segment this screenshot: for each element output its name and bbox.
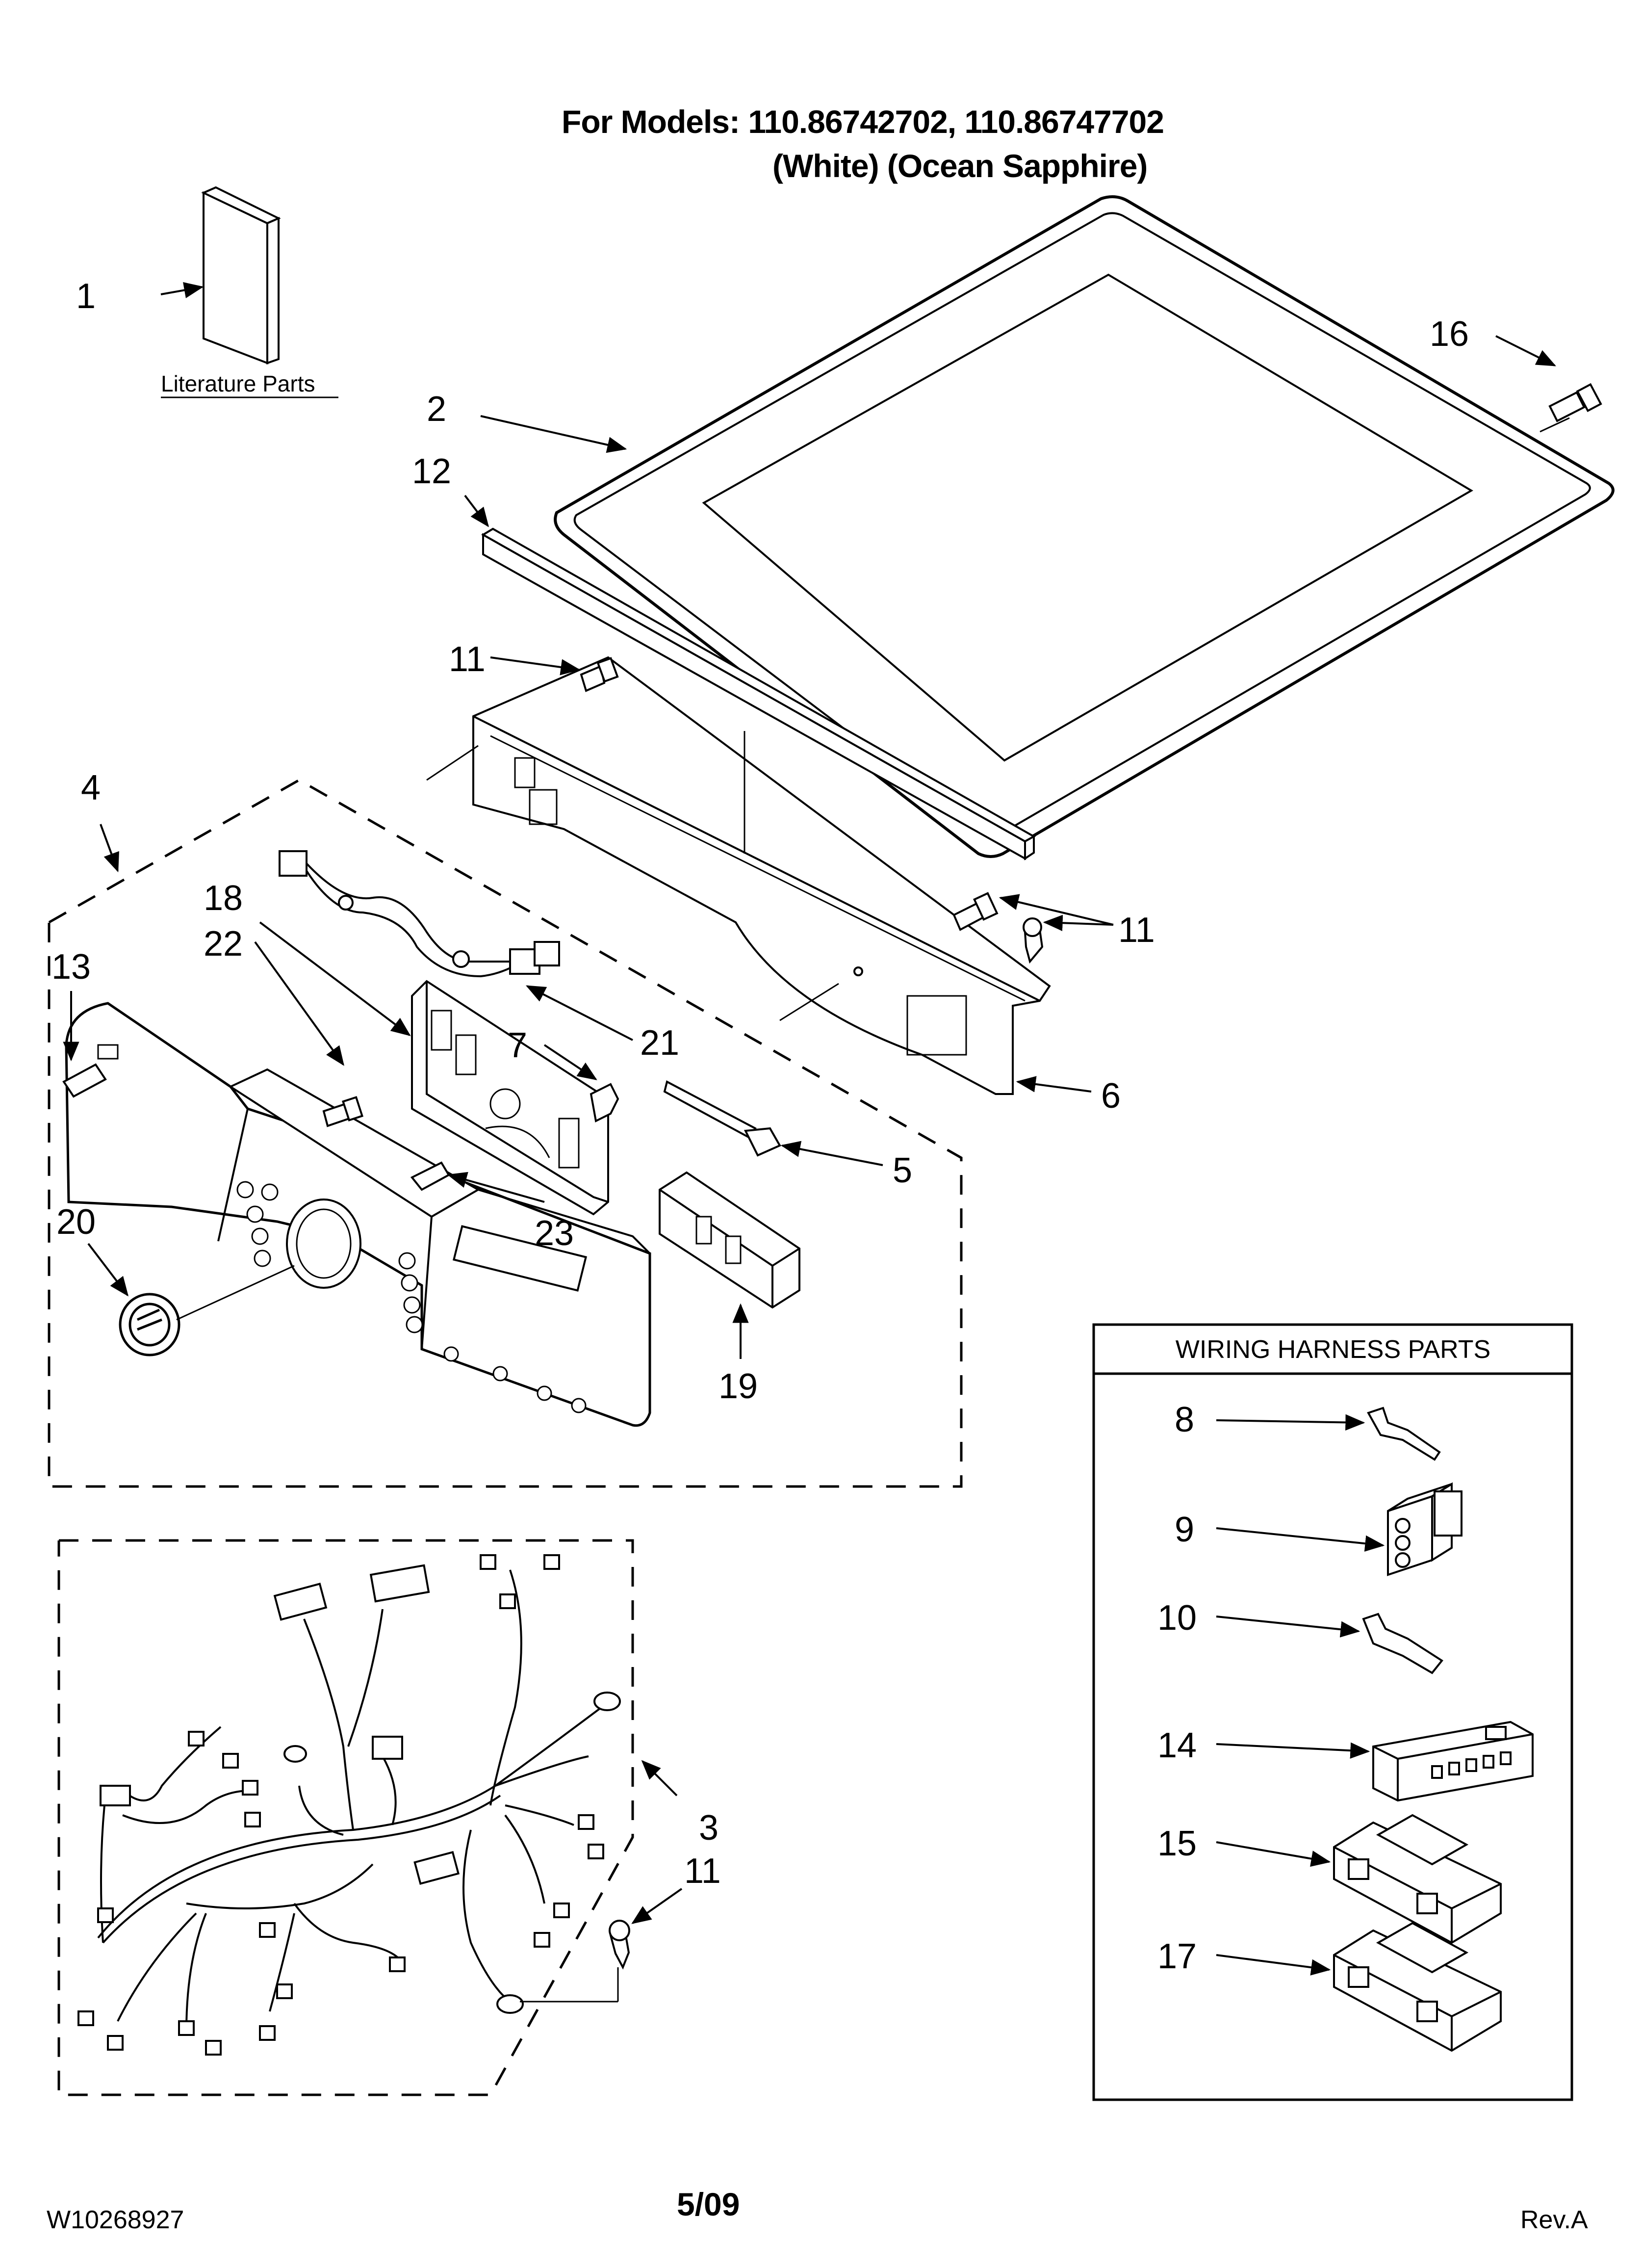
revision-date: 5/09 <box>677 2186 740 2222</box>
leader-4 <box>100 824 119 873</box>
connector-15 <box>1333 1814 1502 1944</box>
leader-1 <box>160 282 204 298</box>
callout-3: 3 <box>699 1808 718 1848</box>
leader-3 <box>641 1760 678 1797</box>
leader-5 <box>780 1141 883 1166</box>
knob-20 <box>119 1293 180 1356</box>
callout-6: 6 <box>1101 1076 1121 1116</box>
leader-18 <box>259 921 411 1037</box>
leader-11b-1 <box>999 894 1114 926</box>
models-heading: For Models: 110.86742702, 110.86747702 <box>562 104 1164 140</box>
control-board-18 <box>411 980 609 1216</box>
document-number: W10268927 <box>47 2206 184 2234</box>
callout-2: 2 <box>427 390 446 429</box>
screw-11-right <box>952 892 1044 964</box>
leader-6 <box>1016 1076 1092 1093</box>
leader-11c <box>631 1888 683 1924</box>
leader-11a <box>490 656 581 676</box>
leader-23 <box>447 1172 545 1203</box>
callout-20: 20 <box>56 1202 96 1242</box>
callout-4: 4 <box>81 768 101 808</box>
leader-10 <box>1216 1616 1360 1638</box>
callout-11-right: 11 <box>1118 911 1155 950</box>
harness-connectors <box>77 1554 621 2056</box>
callout-19: 19 <box>718 1367 758 1406</box>
leader-14 <box>1216 1742 1370 1759</box>
callout-18: 18 <box>204 879 243 918</box>
leader-2 <box>480 415 627 453</box>
screw-11-top <box>580 657 619 692</box>
leader-8 <box>1216 1414 1365 1431</box>
callout-23: 23 <box>535 1214 574 1253</box>
callout-10: 10 <box>1157 1598 1197 1638</box>
callout-21: 21 <box>640 1023 679 1063</box>
callout-9: 9 <box>1175 1510 1194 1549</box>
connector-9 <box>1387 1482 1462 1576</box>
callout-15: 15 <box>1157 1824 1197 1863</box>
leader-22 <box>254 941 344 1066</box>
badge-13 <box>62 1063 107 1098</box>
assembly-3-boundary <box>57 1539 634 2096</box>
assembly-4-boundary <box>48 779 963 1488</box>
clip-7 <box>590 1083 619 1122</box>
literature-booklet <box>201 186 281 365</box>
callout-11-top: 11 <box>449 640 486 679</box>
terminal-10 <box>1362 1613 1443 1674</box>
callout-16: 16 <box>1430 314 1469 354</box>
callout-22: 22 <box>204 924 243 964</box>
console-bracket-6 <box>472 656 1051 1095</box>
models-colors: (White) (Ocean Sapphire) <box>772 148 1148 184</box>
callout-1: 1 <box>76 277 96 316</box>
callout-13: 13 <box>51 947 91 987</box>
top-panel <box>554 195 1615 858</box>
cable-tie-5 <box>663 1080 781 1157</box>
knob-axis <box>176 1265 295 1321</box>
leader-6b <box>779 983 839 1021</box>
leader-16b <box>1539 417 1570 433</box>
screw-16 <box>1548 383 1602 422</box>
leader-9 <box>1216 1527 1385 1552</box>
leader-17 <box>1216 1954 1331 1976</box>
callout-8: 8 <box>1175 1400 1194 1439</box>
revision-label: Rev.A <box>1520 2206 1588 2234</box>
wiring-parts-box <box>1092 1323 1573 2101</box>
terminal-8 <box>1367 1407 1441 1461</box>
leader-6a <box>426 745 479 781</box>
leader-15 <box>1216 1841 1331 1867</box>
callout-11-bottom: 11 <box>684 1851 721 1891</box>
leader-11b-2 <box>1043 914 1114 931</box>
main-wire-harness <box>97 1569 609 2032</box>
callout-17: 17 <box>1157 1937 1197 1976</box>
callout-12: 12 <box>412 452 451 491</box>
screw-22 <box>322 1096 364 1127</box>
screw-11-bottom <box>609 1920 630 1970</box>
leader-12 <box>464 495 489 527</box>
callout-7: 7 <box>508 1026 527 1065</box>
leader-16 <box>1495 335 1556 366</box>
leader-7 <box>543 1044 597 1080</box>
ui-board-19 <box>659 1171 800 1309</box>
callout-5: 5 <box>893 1151 912 1190</box>
connector-17 <box>1333 1922 1502 2052</box>
leader-21 <box>526 985 633 1041</box>
trim-strip-12 <box>481 527 1036 860</box>
leader-20 <box>87 1243 129 1297</box>
callout-14: 14 <box>1157 1726 1197 1765</box>
literature-parts-label: Literature Parts <box>161 371 315 396</box>
connector-14 <box>1372 1721 1534 1802</box>
wire-harness-21 <box>279 850 560 978</box>
wiring-box-title: WIRING HARNESS PARTS <box>1176 1335 1490 1364</box>
